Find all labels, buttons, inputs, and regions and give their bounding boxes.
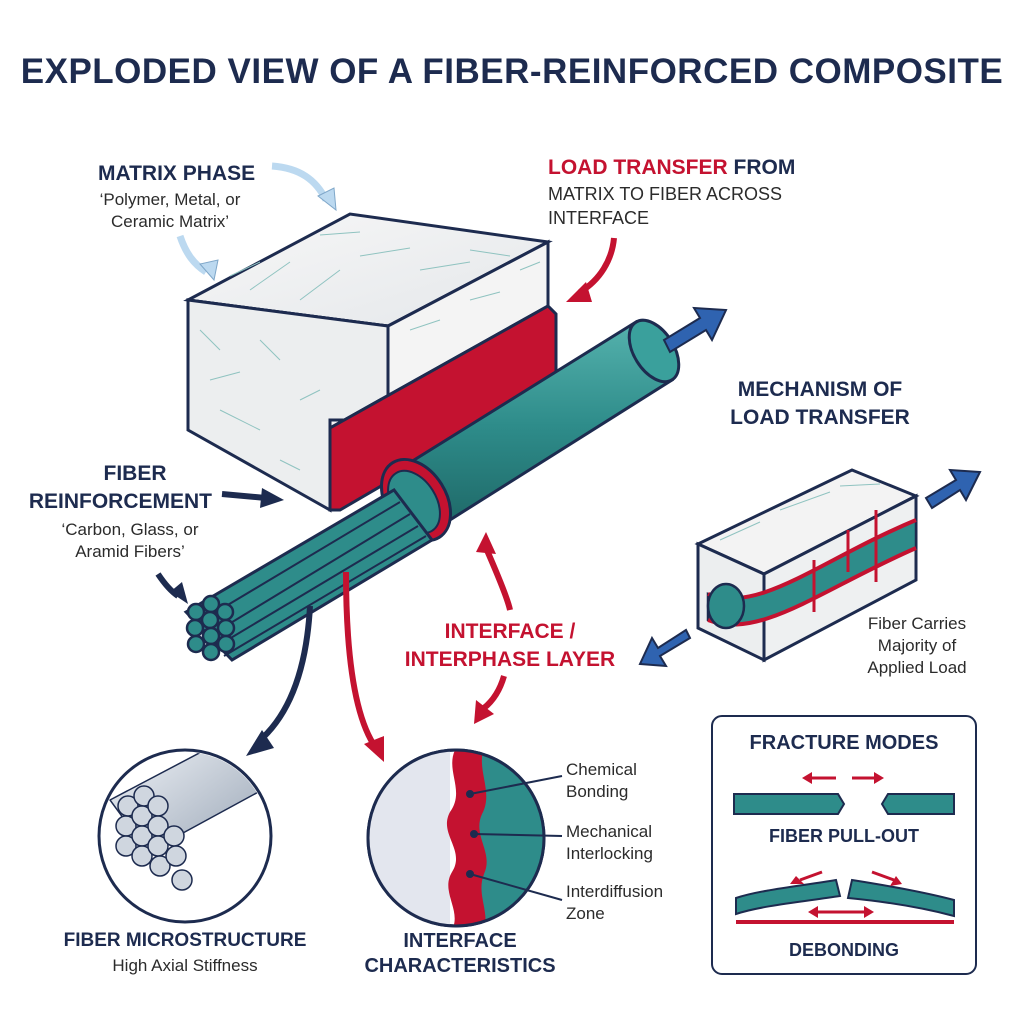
mechanism-block	[694, 468, 920, 663]
fiber-cylinder	[379, 318, 681, 543]
interface-up-arrow	[483, 546, 513, 611]
interdiffusion-line1: Interdiffusion	[566, 882, 664, 901]
debond-right	[846, 878, 955, 918]
fiber-arrow	[221, 491, 267, 501]
interface-char-arrow	[343, 571, 379, 750]
microstructure-circle	[97, 748, 273, 924]
interface-layer-line2: INTERPHASE LAYER	[404, 648, 616, 671]
load-transfer-line3: INTERFACE	[548, 208, 650, 228]
fracture-heading: FRACTURE MODES	[749, 732, 939, 754]
fiber-heading-line2: REINFORCEMENT	[28, 490, 212, 513]
mechanism-heading-line1: MECHANISM OF	[737, 378, 903, 401]
debond-left	[735, 878, 842, 916]
callout-arrows	[155, 162, 617, 762]
mechanism-note-line1: Fiber Carries	[867, 614, 967, 633]
load-arrow-top	[662, 306, 728, 354]
load-arrows	[638, 306, 982, 668]
chem-bonding-line1: Chemical	[566, 760, 637, 779]
matrix-texture	[199, 231, 541, 471]
mech-interlock-line2: Interlocking	[566, 844, 653, 863]
pullout-left-fiber	[733, 793, 846, 815]
matrix-arrow-2	[176, 234, 209, 275]
fiber-ends	[185, 594, 236, 662]
fracture-mode-debonding: DEBONDING	[788, 940, 899, 960]
matrix-arrow-1	[271, 162, 330, 202]
microstructure-heading: FIBER MICROSTRUCTURE	[63, 930, 307, 951]
interface-char-heading-line1: INTERFACE	[403, 930, 517, 952]
load-arrow-right	[924, 468, 982, 510]
fracture-panel	[711, 715, 977, 975]
microstructure-desc: High Axial Stiffness	[112, 956, 258, 975]
interface-char-heading-line2: CHARACTERISTICS	[364, 955, 556, 977]
mechanism-note-line3: Applied Load	[867, 658, 967, 677]
load-arrow-left	[638, 628, 692, 668]
pullout-right-fiber	[880, 793, 955, 815]
load-transfer-heading-rest: FROM	[727, 156, 796, 179]
load-transfer-line2: MATRIX TO FIBER ACROSS	[548, 184, 783, 204]
interface-layer-line1: INTERFACE /	[444, 620, 576, 643]
load-transfer-highlight: LOAD TRANSFER	[548, 156, 728, 179]
fiber-bundle	[183, 488, 435, 662]
matrix-desc-line1: ‘Polymer, Metal, or	[99, 190, 241, 209]
interdiffusion-line2: Zone	[566, 904, 605, 923]
mechanism-note-line2: Majority of	[877, 636, 957, 655]
fracture-mode-pullout: FIBER PULL-OUT	[769, 826, 919, 846]
fiber-heading-line1: FIBER	[103, 462, 167, 485]
mech-interlock-line1: Mechanical	[566, 822, 652, 841]
mechanism-heading-line2: LOAD TRANSFER	[730, 406, 910, 429]
fiber-desc-line2: Aramid Fibers’	[75, 542, 185, 561]
chem-bonding-line2: Bonding	[566, 782, 629, 801]
interface-down-arrow	[482, 675, 507, 711]
load-transfer-heading: LOAD TRANSFER FROM	[548, 156, 795, 180]
matrix-desc-line2: Ceramic Matrix’	[110, 212, 230, 231]
page-title: EXPLODED VIEW OF A FIBER-REINFORCED COMP…	[20, 52, 1004, 91]
microstructure-arrow	[256, 605, 313, 745]
interface-circle	[366, 748, 563, 928]
fiber-desc-line1: ‘Carbon, Glass, or	[61, 520, 199, 539]
matrix-block	[183, 212, 558, 513]
matrix-heading: MATRIX PHASE	[98, 162, 256, 185]
